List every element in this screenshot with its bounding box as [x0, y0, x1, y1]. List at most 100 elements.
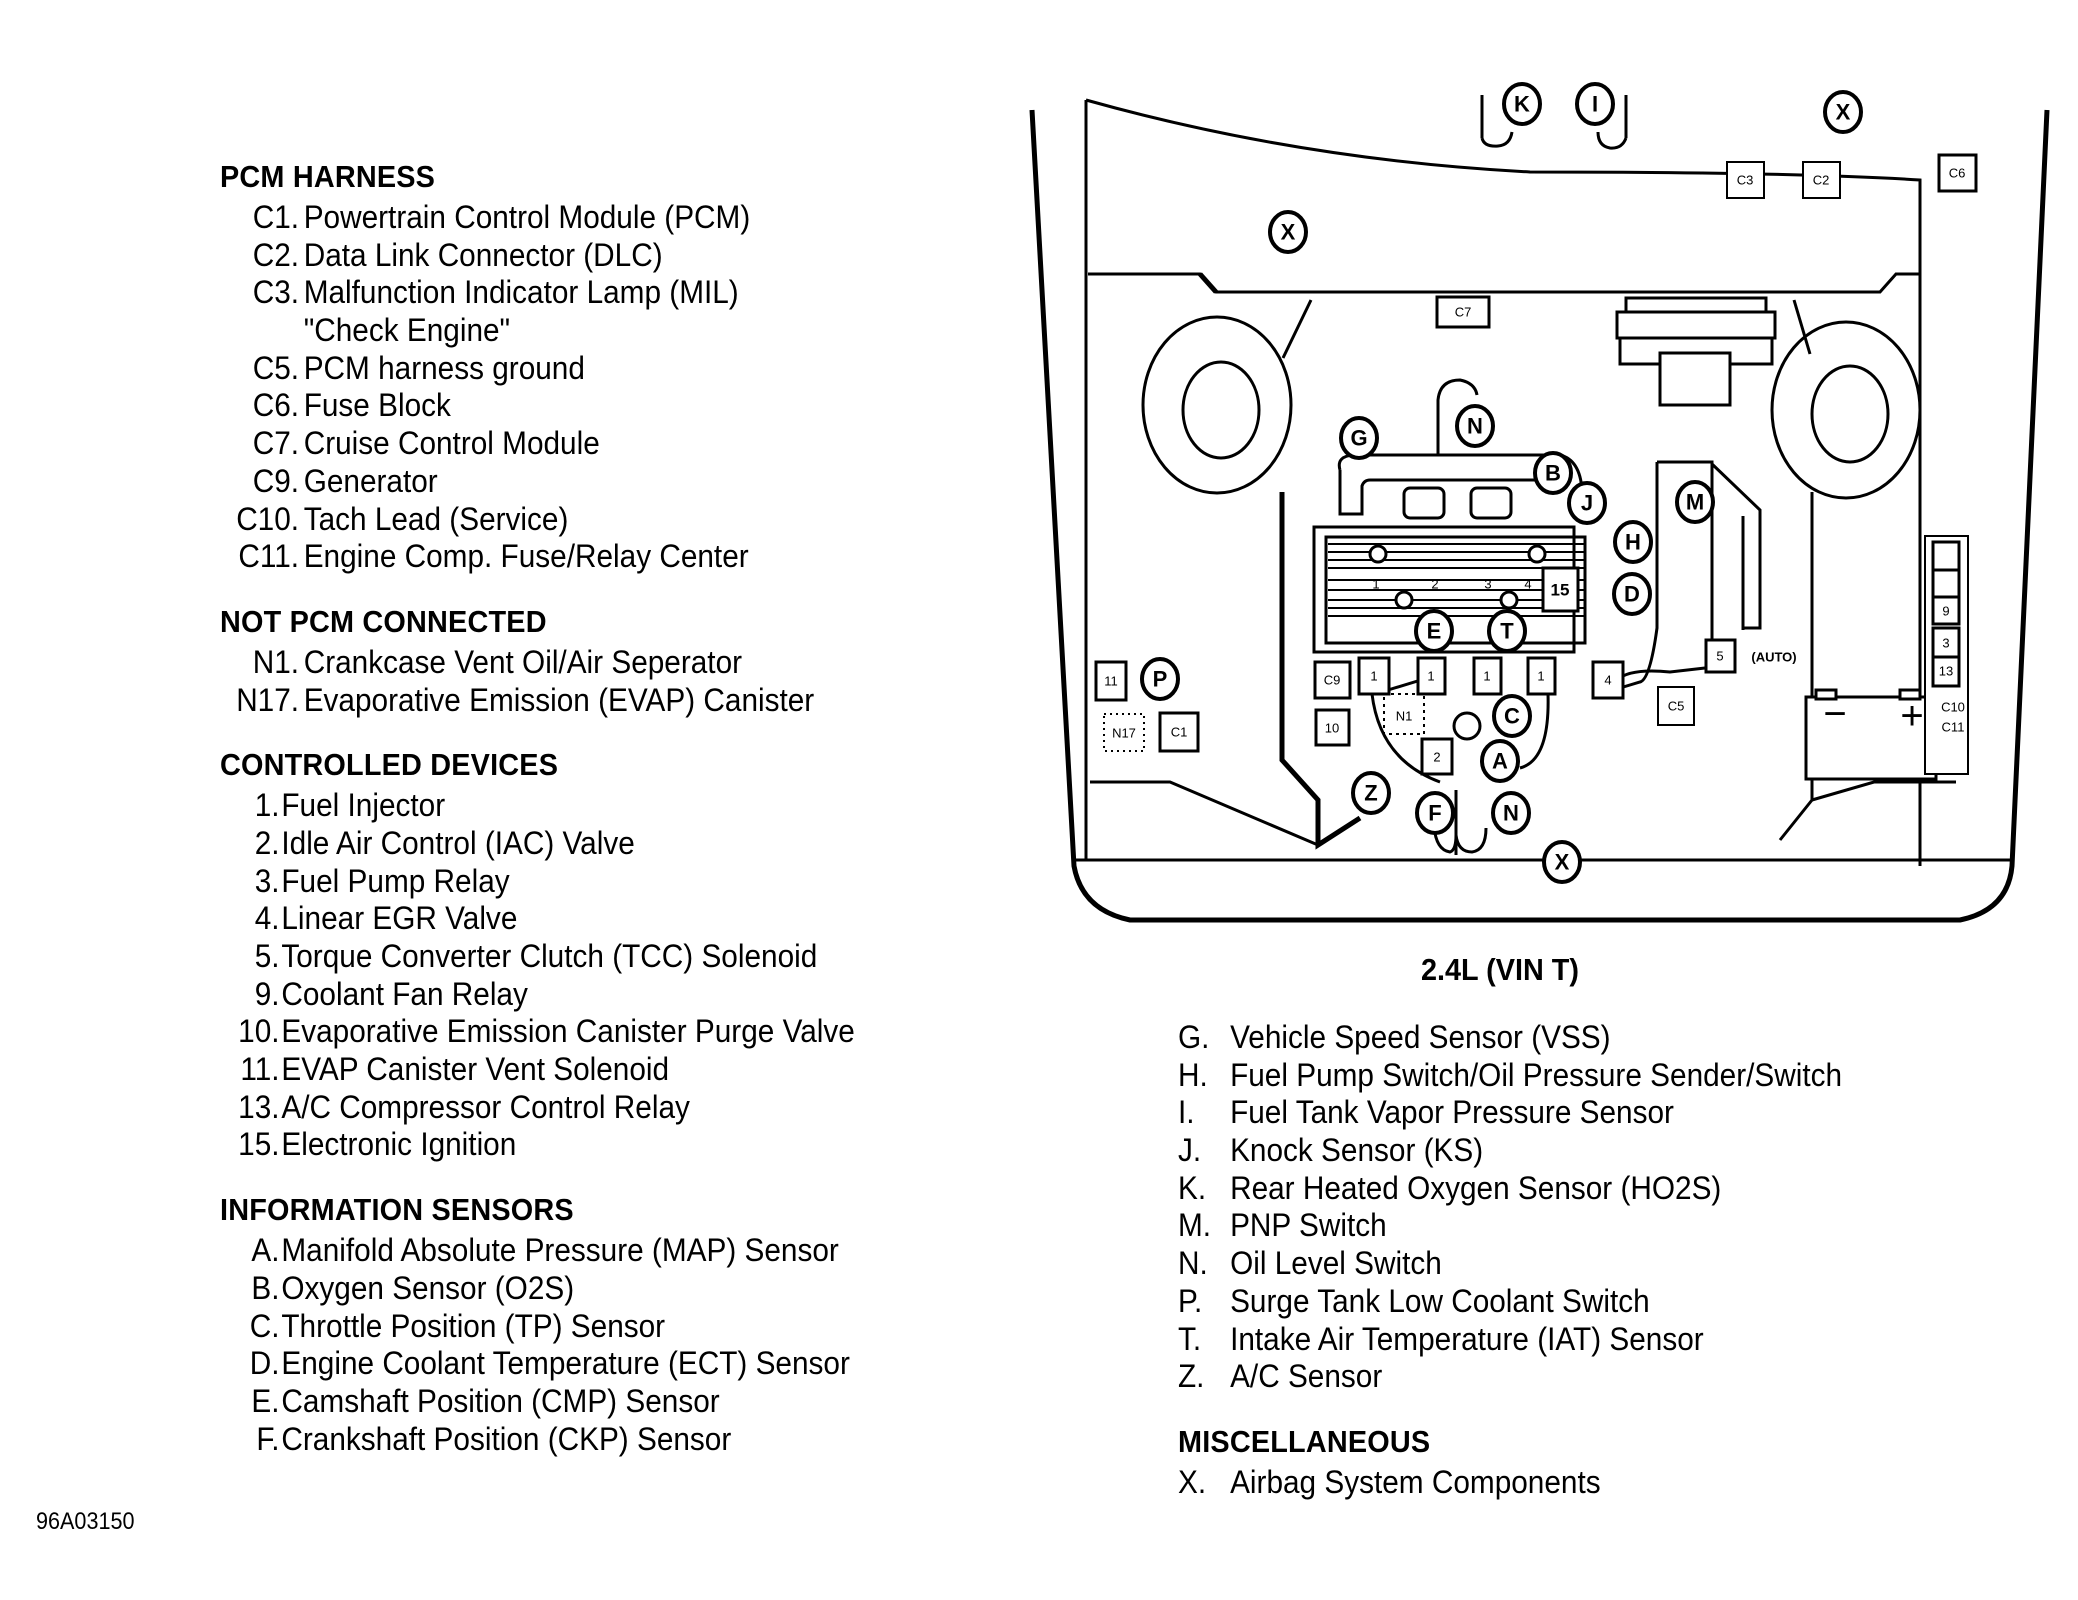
callout-x-bottom[interactable]: X: [1542, 840, 1582, 884]
relay-center[interactable]: 9 3 13 C10 C11: [1924, 535, 1969, 775]
legend-item: 5.Torque Converter Clutch (TCC) Solenoid: [220, 938, 927, 976]
callout-z[interactable]: Z: [1351, 771, 1391, 815]
legend-item: D.Engine Coolant Temperature (ECT) Senso…: [220, 1345, 927, 1383]
legend-item-key: Z.: [1178, 1358, 1205, 1395]
legend-item-key: P.: [1178, 1282, 1203, 1319]
legend-item: H.Fuel Pump Switch/Oil Pressure Sender/S…: [1178, 1057, 1978, 1095]
figure-id: 96A03150: [36, 1508, 135, 1535]
connector-c11-label: C11: [1942, 720, 1965, 735]
purge-valve-10[interactable]: 10: [1314, 708, 1351, 747]
legend-item: I.Fuel Tank Vapor Pressure Sensor: [1178, 1094, 1978, 1132]
legend-item-text: EVAP Canister Vent Solenoid: [281, 1051, 670, 1088]
legend-item-key: B.: [251, 1269, 280, 1306]
legend-item-key: A.: [251, 1232, 280, 1269]
vehicle-outline: [1029, 98, 2050, 923]
callout-m[interactable]: M: [1675, 480, 1715, 524]
legend-item: M.PNP Switch: [1178, 1207, 1978, 1245]
vent-solenoid-11[interactable]: 11: [1094, 660, 1128, 702]
connector-c7[interactable]: C7: [1435, 295, 1491, 329]
callout-x-top[interactable]: X: [1823, 90, 1863, 134]
callout-a[interactable]: A: [1480, 739, 1520, 783]
injector-1c[interactable]: 1: [1472, 656, 1503, 696]
ignition-module[interactable]: 15: [1541, 566, 1580, 613]
legend-item-text: Fuel Injector: [281, 787, 446, 824]
callout-i[interactable]: I: [1575, 82, 1615, 126]
legend-item: N.Oil Level Switch: [1178, 1245, 1978, 1283]
svg-text:C7: C7: [1455, 305, 1472, 320]
relay-3-label: 3: [1942, 636, 1949, 651]
legend-item-key: 2.: [254, 824, 280, 861]
connector-c6[interactable]: C6: [1937, 153, 1978, 193]
legend-item-key: X.: [1178, 1463, 1207, 1500]
svg-text:1: 1: [1427, 669, 1434, 684]
callout-b[interactable]: B: [1533, 451, 1573, 495]
callout-e[interactable]: E: [1414, 609, 1454, 653]
legend-item-text: Tach Lead (Service): [303, 500, 569, 537]
callout-n-bottom[interactable]: N: [1491, 791, 1531, 835]
legend-item: 11.EVAP Canister Vent Solenoid: [220, 1051, 927, 1089]
legend-item-key: D.: [249, 1345, 280, 1382]
air-cleaner: [1615, 296, 1777, 407]
callout-c[interactable]: C: [1492, 694, 1532, 738]
legend-item-key: N1.: [252, 643, 300, 680]
legend-item: 4.Linear EGR Valve: [220, 900, 927, 938]
callout-x-left[interactable]: X: [1268, 210, 1308, 254]
legend-item: Z.A/C Sensor: [1178, 1358, 1978, 1396]
egr-valve-4[interactable]: 4: [1591, 660, 1625, 700]
legend-item: C7.Cruise Control Module: [220, 425, 927, 463]
svg-text:C1: C1: [1171, 725, 1188, 740]
callout-h[interactable]: H: [1613, 520, 1653, 564]
legend-item-text: Manifold Absolute Pressure (MAP) Sensor: [281, 1232, 839, 1269]
injector-1b[interactable]: 1: [1416, 656, 1447, 696]
connector-c2[interactable]: C2: [1802, 161, 1841, 199]
legend-item-key: 15.: [238, 1126, 280, 1163]
legend-item-text: Data Link Connector (DLC): [303, 236, 663, 273]
battery: − +: [1804, 688, 1938, 781]
svg-text:B: B: [1545, 461, 1561, 486]
callout-k[interactable]: K: [1502, 82, 1542, 126]
svg-text:Z: Z: [1364, 781, 1377, 806]
legend-item: K.Rear Heated Oxygen Sensor (HO2S): [1178, 1170, 1978, 1208]
callout-f[interactable]: F: [1415, 791, 1455, 835]
legend-item: N17.Evaporative Emission (EVAP) Canister: [220, 682, 927, 720]
information-sensors-list-g-z: G.Vehicle Speed Sensor (VSS)H.Fuel Pump …: [1178, 1019, 2038, 1396]
callout-t[interactable]: T: [1487, 609, 1527, 653]
battery-negative: −: [1823, 692, 1846, 736]
legend-item-key: J.: [1178, 1132, 1202, 1169]
tcc-solenoid-5[interactable]: 5: [1704, 638, 1737, 674]
connector-c9[interactable]: C9: [1313, 660, 1352, 700]
legend-item-text: Torque Converter Clutch (TCC) Solenoid: [281, 938, 818, 974]
pcm-harness-list: C1.Powertrain Control Module (PCM)C2.Dat…: [220, 199, 980, 576]
evap-canister-n17[interactable]: N17: [1103, 713, 1145, 752]
iac-valve-2[interactable]: 2: [1420, 737, 1454, 776]
callout-p[interactable]: P: [1140, 657, 1180, 701]
pcm-c1[interactable]: C1: [1158, 711, 1200, 753]
relay-9-label: 9: [1942, 604, 1949, 619]
svg-text:C5: C5: [1668, 699, 1685, 714]
legend-item-text: PCM harness ground: [303, 349, 585, 386]
legend-item-text: Throttle Position (TP) Sensor: [281, 1307, 666, 1344]
injector-1a[interactable]: 1: [1357, 656, 1391, 696]
legend-item-key: T.: [1178, 1320, 1202, 1357]
ground-c5[interactable]: C5: [1657, 686, 1695, 726]
injector-1d[interactable]: 1: [1526, 656, 1557, 696]
crankcase-separator-n1[interactable]: N1: [1396, 709, 1413, 724]
diagram-caption: 2.4L (VIN T): [1420, 952, 1580, 987]
legend-item-key: 5.: [254, 938, 280, 974]
callout-j[interactable]: J: [1567, 481, 1607, 525]
svg-text:11: 11: [1104, 674, 1118, 689]
callout-g[interactable]: G: [1339, 416, 1379, 460]
callout-n-top[interactable]: N: [1455, 404, 1495, 448]
legend-item-text: Oil Level Switch: [1230, 1245, 1442, 1282]
legend-item: G.Vehicle Speed Sensor (VSS): [1178, 1019, 1978, 1057]
connector-c3[interactable]: C3: [1726, 161, 1765, 199]
tcc-auto-note: (AUTO): [1751, 650, 1796, 665]
svg-text:C: C: [1504, 704, 1520, 729]
legend-item: P.Surge Tank Low Coolant Switch: [1178, 1283, 1978, 1321]
svg-text:F: F: [1428, 801, 1441, 826]
legend-item-text: Airbag System Components: [1230, 1463, 1601, 1500]
information-sensors-list-a-f: A.Manifold Absolute Pressure (MAP) Senso…: [220, 1232, 980, 1458]
callout-d[interactable]: D: [1612, 572, 1652, 616]
